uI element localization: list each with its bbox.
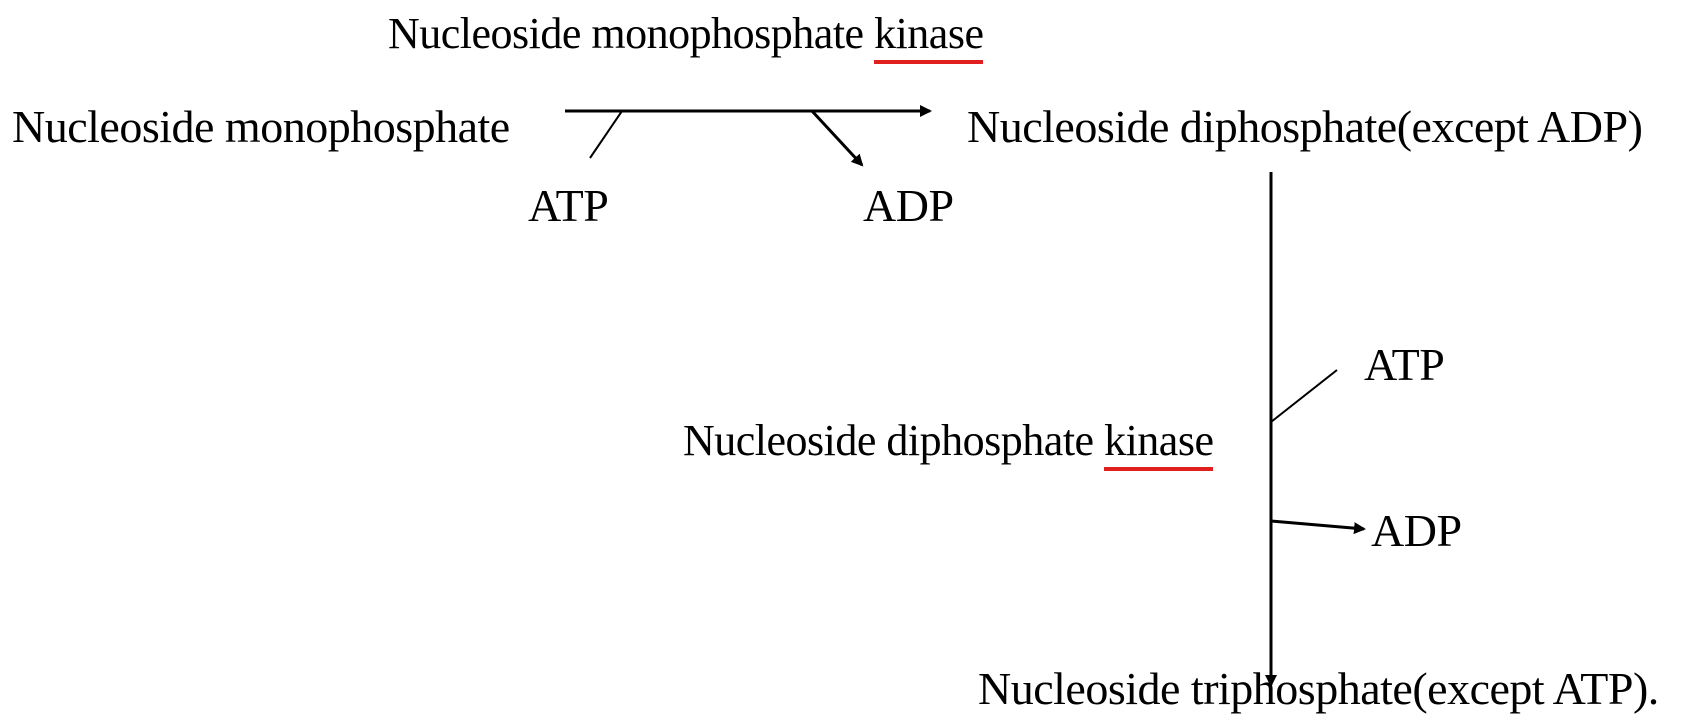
- compound-triphosphate: Nucleoside triphosphate(except ATP).: [978, 663, 1659, 714]
- compound-monophosphate: Nucleoside monophosphate: [12, 101, 510, 152]
- step1-adp-label: ADP: [863, 180, 954, 231]
- compound-diphosphate: Nucleoside diphosphate(except ADP): [967, 101, 1643, 152]
- enzyme2-prefix: Nucleoside diphosphate: [683, 416, 1105, 465]
- enzyme1-prefix: Nucleoside monophosphate: [388, 9, 875, 58]
- step2-atp-label: ATP: [1364, 339, 1445, 390]
- step2-adp-out-arrow: [1270, 519, 1366, 535]
- enzyme1-kinase-highlight: kinase: [874, 9, 984, 64]
- step1-adp-out-arrow: [810, 109, 864, 167]
- enzyme-label-diphosphate-kinase: Nucleoside diphosphate kinase: [683, 416, 1214, 471]
- step1-atp-in-line: [589, 110, 623, 159]
- step2-atp-in-line: [1270, 369, 1338, 423]
- enzyme2-kinase-highlight: kinase: [1104, 416, 1214, 471]
- step1-atp-label: ATP: [528, 180, 609, 231]
- step2-adp-label: ADP: [1371, 505, 1462, 556]
- enzyme-label-monophosphate-kinase: Nucleoside monophosphate kinase: [388, 9, 984, 64]
